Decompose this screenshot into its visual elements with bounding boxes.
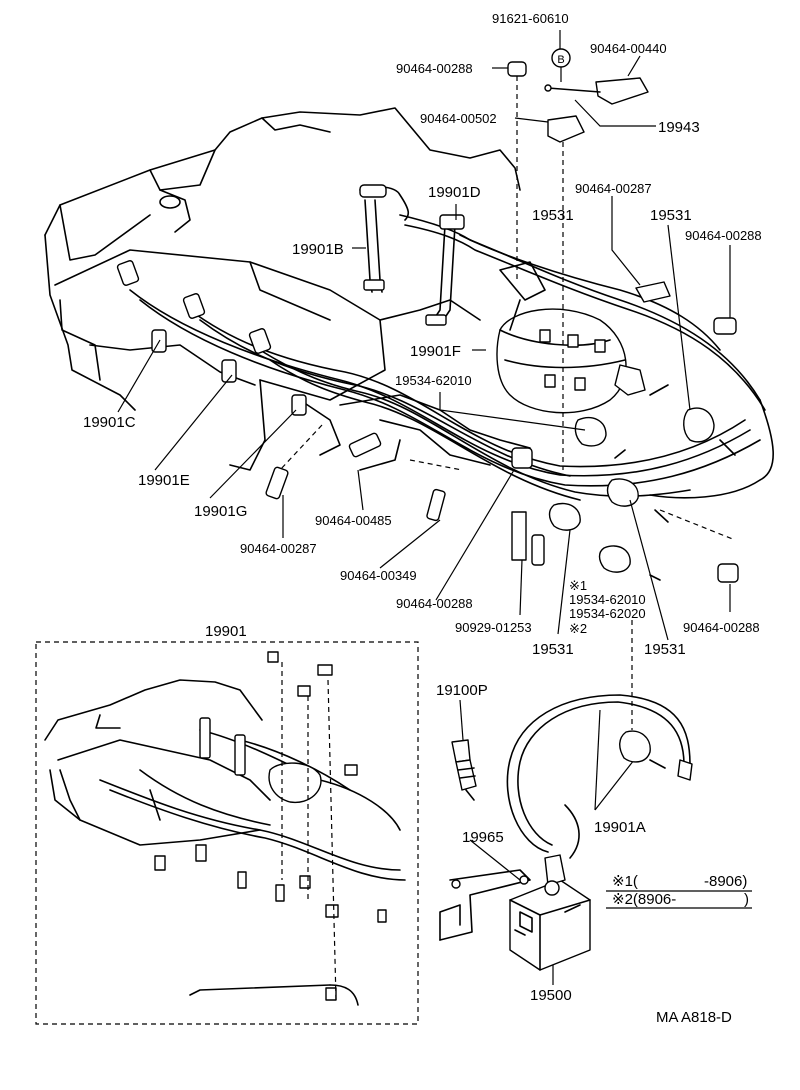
label-19500: 19500 [530,987,572,1004]
note-2-mark: ※2 [569,621,587,636]
label-19901g: 19901G [194,503,247,520]
label-19901f: 19901F [410,343,461,360]
label-19901d: 19901D [428,184,481,201]
loose-wires-b-d [359,184,465,326]
label-19534-62010-m: 19534-62010 [395,373,472,388]
label-19901e: 19901E [138,472,190,489]
label-19901c: 19901C [83,414,136,431]
dashed-leaders [279,76,736,730]
inset-assembly-box [35,641,419,1025]
label-19100p: 19100P [436,682,488,699]
legend-row1-range: -8906) [704,873,747,890]
circle-b-marker: B [551,48,571,68]
label-90464-00288-top: 90464-00288 [396,61,473,76]
label-19901b: 19901B [292,241,344,258]
wire-clamps [265,61,739,583]
spark-plug-boots [116,260,307,416]
coil-wire-19901a [506,694,693,859]
label-90464-00288-r: 90464-00288 [685,228,762,243]
diagram-code: MA A818-D [656,1009,732,1026]
label-19534-62010-b: 19534-62010 [569,592,646,607]
label-19943: 19943 [658,119,700,136]
label-19531-a: 19531 [532,207,574,224]
label-90929-01253: 90929-01253 [455,620,532,635]
ignition-coil-19500 [509,854,591,971]
label-90464-00287-l: 90464-00287 [240,541,317,556]
label-19965: 19965 [462,829,504,846]
ignition-wire-harness [129,214,774,501]
label-19531-c: 19531 [532,641,574,658]
label-90464-00349: 90464-00349 [340,568,417,583]
label-19901: 19901 [205,623,247,640]
label-91621-60610: 91621-60610 [492,11,569,26]
leader-lines [117,30,731,985]
circle-b-label: B [557,54,564,66]
spark-plug-19100p [451,739,477,801]
label-19534-62020: 19534-62020 [569,606,646,621]
legend-row1-mark: ※1( [612,873,638,890]
legend-row2-close: ) [744,891,749,908]
bracket-19965 [439,869,531,941]
label-19531-b: 19531 [650,207,692,224]
label-90464-00288-m: 90464-00288 [396,596,473,611]
label-90464-00288-br: 90464-00288 [683,620,760,635]
label-19531-d: 19531 [644,641,686,658]
note-1-mark: ※1 [569,578,587,593]
distributor-caps [548,364,736,581]
label-90464-00287-r: 90464-00287 [575,181,652,196]
legend [606,890,752,909]
label-90464-00440: 90464-00440 [590,41,667,56]
label-19901a: 19901A [594,819,646,836]
part-labels: 91621-60610 90464-00288 90464-00440 9046… [83,11,762,1026]
label-90464-00502: 90464-00502 [420,111,497,126]
label-90464-00485: 90464-00485 [315,513,392,528]
legend-row2-mark: ※2(8906- [612,891,676,908]
